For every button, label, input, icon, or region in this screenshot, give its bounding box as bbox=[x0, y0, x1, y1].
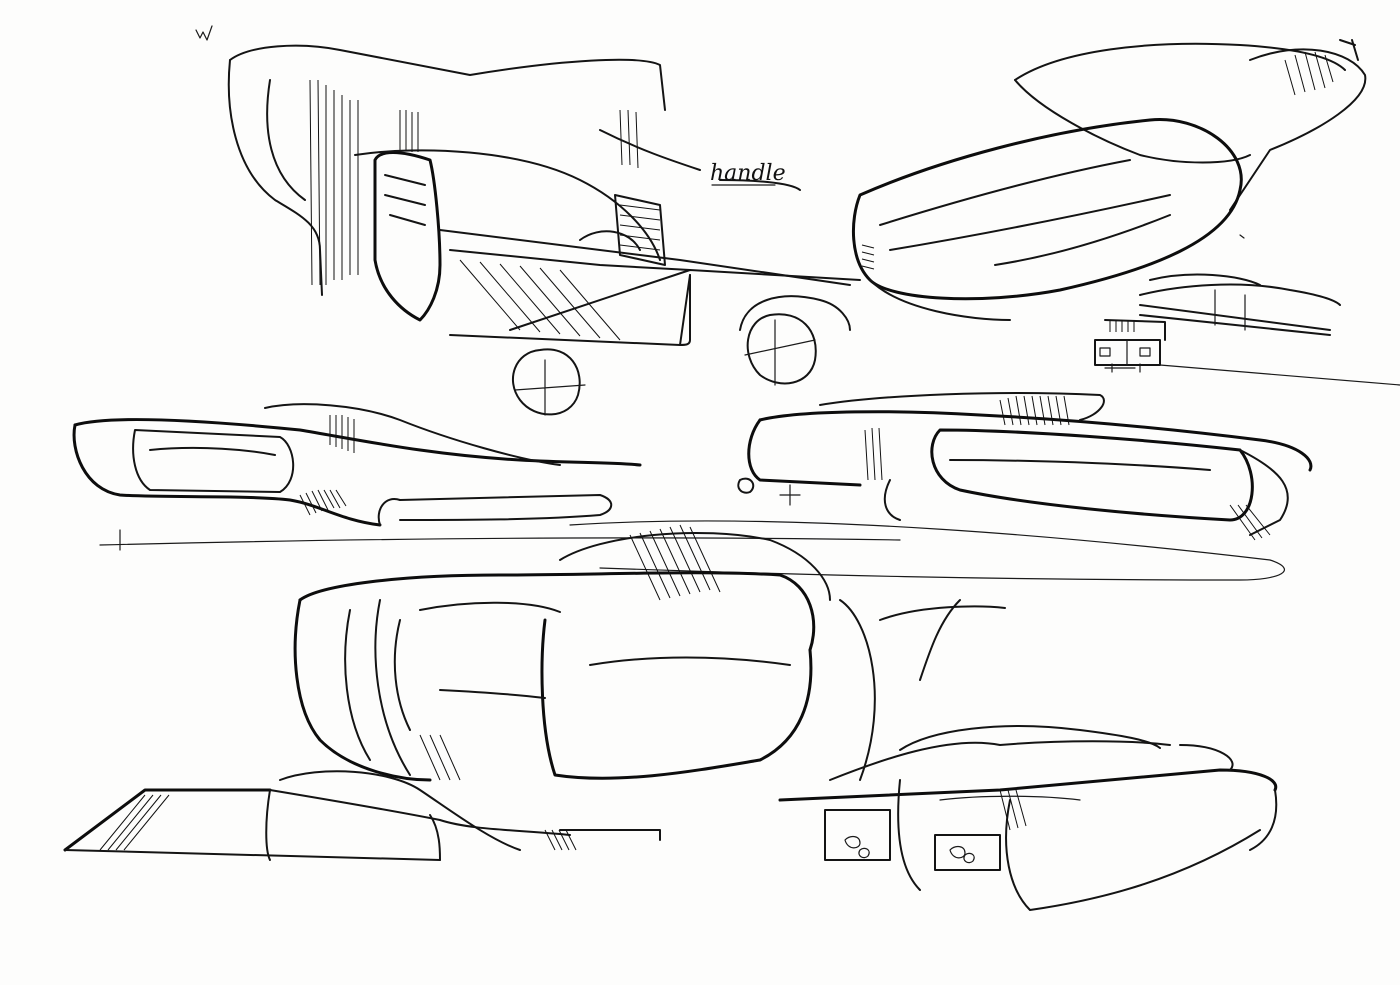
car-front-center bbox=[293, 524, 1006, 782]
car-partial-bottom-left bbox=[63, 770, 661, 861]
car-thumbnail-small bbox=[1094, 273, 1400, 386]
car-side-right bbox=[737, 392, 1313, 541]
swept-guide-line bbox=[569, 520, 1285, 581]
car-side-left bbox=[72, 403, 901, 551]
handwritten-note: handle bbox=[710, 161, 786, 186]
corner-scribble bbox=[195, 25, 213, 41]
car-rear-top-right bbox=[851, 39, 1367, 321]
car-rear-bottom-right bbox=[778, 725, 1278, 911]
car-front-three-quarter-top: handle bbox=[227, 44, 861, 416]
